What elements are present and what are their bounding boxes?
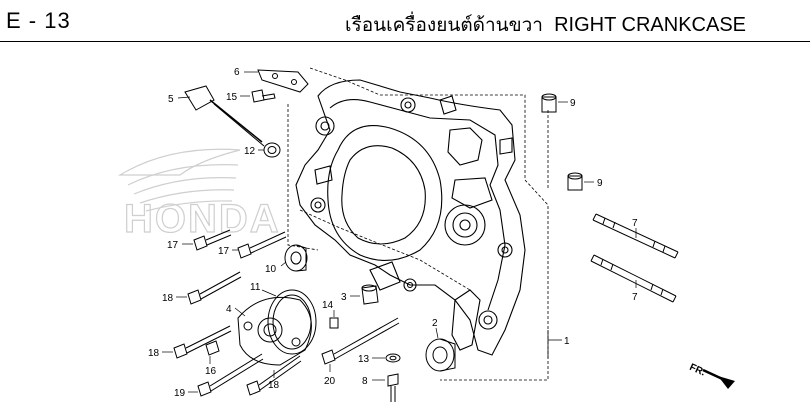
- part-15-bolt: [240, 89, 276, 103]
- part-19-bolt: [188, 353, 264, 397]
- part-18-bolt-a: [176, 271, 242, 305]
- front-direction-label: FR.: [688, 362, 707, 379]
- part-18-bolt-b: [162, 325, 232, 359]
- callout-18-c: 18: [268, 380, 280, 391]
- callout-1: 1: [564, 336, 570, 347]
- page-title: เรือนเครื่องยนต์ด้านขวา RIGHT CRANKCASE: [345, 10, 746, 40]
- honda-wing-logo: [117, 148, 241, 212]
- callout-14: 14: [322, 300, 334, 311]
- part-6-plate: [244, 69, 309, 93]
- callout-15: 15: [226, 92, 238, 103]
- part-3-dowel-pin: [350, 284, 379, 305]
- callout-3: 3: [341, 292, 347, 303]
- part-9-collar-lower: [567, 172, 594, 191]
- callout-2: 2: [432, 318, 438, 329]
- part-20-bolt: [321, 317, 400, 372]
- part-11-gasket: [261, 289, 317, 355]
- callout-20: 20: [324, 376, 336, 387]
- part-13-washer: [372, 353, 401, 363]
- title-english: RIGHT CRANKCASE: [554, 14, 746, 36]
- honda-watermark: HONDA: [124, 197, 281, 241]
- part-16-bolt: [205, 340, 220, 364]
- callout-7-lower: 7: [632, 292, 638, 303]
- callout-12: 12: [244, 146, 256, 157]
- callout-13: 13: [358, 354, 370, 365]
- title-thai: เรือนเครื่องยนต์ด้านขวา: [345, 14, 543, 36]
- part-7-stud-upper: [592, 213, 679, 259]
- part-5-dipstick: [177, 85, 265, 147]
- page-code: E - 13: [6, 8, 71, 33]
- part-9-collar-upper: [541, 93, 568, 113]
- part-18-bolt-c: [246, 355, 302, 396]
- part-7-stud-lower: [590, 254, 677, 303]
- callout-18-b: 18: [148, 348, 160, 359]
- front-direction-arrow: [702, 368, 735, 389]
- callout-19: 19: [174, 388, 186, 399]
- part-17-bolt-a: [182, 229, 232, 251]
- part-8-bolt: [372, 373, 399, 402]
- callout-18-a: 18: [162, 293, 174, 304]
- part-14-dowel: [329, 310, 339, 329]
- callout-17-b: 17: [218, 246, 230, 257]
- callout-4: 4: [226, 304, 232, 315]
- part-17-bolt-b: [232, 231, 287, 259]
- part-4-cover: [234, 296, 312, 366]
- callout-11: 11: [250, 282, 261, 293]
- header-rule: [0, 41, 810, 42]
- part-12-o-ring: [258, 142, 281, 158]
- callout-8: 8: [362, 376, 368, 387]
- callout-17-a: 17: [167, 240, 179, 251]
- callout-16: 16: [205, 366, 217, 377]
- callout-6: 6: [234, 67, 240, 78]
- callout-9-upper: 9: [570, 98, 576, 109]
- callout-7-upper: 7: [632, 218, 638, 229]
- part-10-bearing: [280, 244, 308, 272]
- callout-9-lower: 9: [597, 178, 603, 189]
- part-1-leader: [547, 330, 562, 358]
- part-2-oil-seal: [425, 327, 456, 372]
- right-crankcase: [295, 79, 526, 356]
- callout-10: 10: [265, 264, 277, 275]
- callout-5: 5: [168, 94, 174, 105]
